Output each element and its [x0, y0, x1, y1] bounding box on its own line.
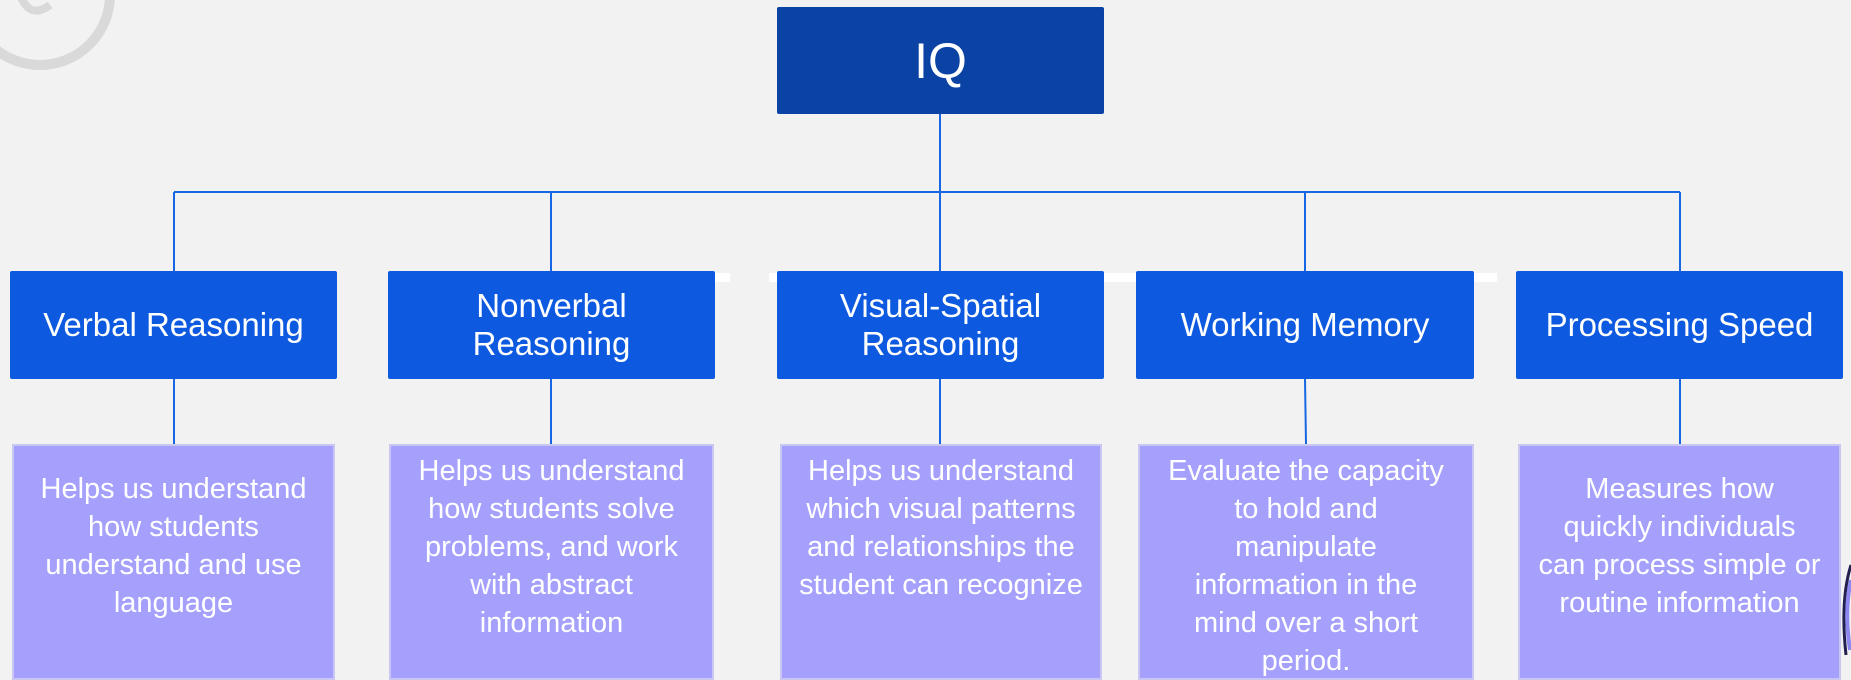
- description-working-memory: Evaluate the capacity to hold and manipu…: [1138, 444, 1474, 680]
- category-working-memory: Working Memory: [1136, 271, 1474, 379]
- description-connector: [1304, 378, 1307, 445]
- description-text: Helps us understand how students underst…: [40, 473, 307, 619]
- category-label: Visual-Spatial Reasoning: [839, 287, 1042, 362]
- root-node-iq: IQ: [777, 7, 1104, 114]
- category-label: Nonverbal Reasoning: [472, 287, 631, 362]
- divider-accent: [714, 273, 730, 282]
- description-text: Helps us understand how students solve p…: [418, 455, 685, 639]
- description-verbal-reasoning: Helps us understand how students underst…: [12, 444, 335, 680]
- description-nonverbal-reasoning: Helps us understand how students solve p…: [389, 444, 714, 680]
- divider-accent: [1104, 273, 1136, 282]
- description-processing-speed: Measures how quickly individuals can pro…: [1518, 444, 1841, 680]
- decorative-figure-icon: [1842, 564, 1851, 656]
- root-label: IQ: [914, 32, 967, 89]
- category-label: Processing Speed: [1545, 306, 1814, 343]
- category-label: Verbal Reasoning: [43, 306, 304, 343]
- description-visual-spatial-reasoning: Helps us understand which visual pattern…: [780, 444, 1102, 680]
- category-label: Working Memory: [1180, 306, 1430, 343]
- description-text: Helps us understand which visual pattern…: [799, 455, 1083, 601]
- category-nonverbal-reasoning: Nonverbal Reasoning: [388, 271, 715, 379]
- category-visual-spatial-reasoning: Visual-Spatial Reasoning: [777, 271, 1104, 379]
- description-text: Evaluate the capacity to hold and manipu…: [1168, 455, 1444, 677]
- decorative-circle-icon: [0, 0, 115, 70]
- divider-accent: [769, 273, 777, 282]
- description-text: Measures how quickly individuals can pro…: [1538, 473, 1821, 619]
- category-verbal-reasoning: Verbal Reasoning: [10, 271, 337, 379]
- divider-accent: [1473, 273, 1497, 282]
- category-processing-speed: Processing Speed: [1516, 271, 1843, 379]
